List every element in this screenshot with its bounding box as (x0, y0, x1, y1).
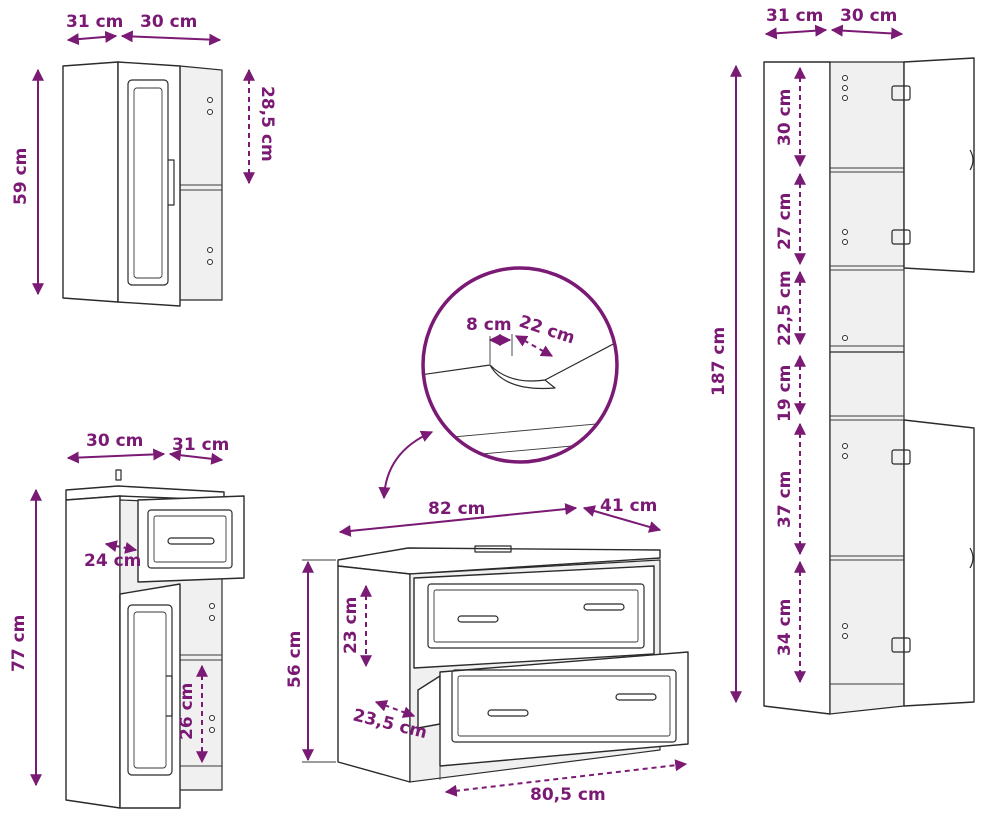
vanity-upper-drawer (413, 565, 655, 669)
vanity-width-label: 82 cm (428, 499, 485, 519)
tall-cabinet-lower-door (903, 419, 975, 707)
wall-width-label: 30 cm (140, 12, 197, 32)
wall-cabinet-dimensions: 31 cm 30 cm 59 cm 28,5 cm (11, 12, 277, 296)
sink-cutout-detail: 8 cm 22 cm (378, 266, 619, 500)
tall-compartment-6-label: 34 cm (775, 599, 795, 656)
handle-icon (583, 603, 625, 611)
vanity-height-label: 56 cm (285, 631, 305, 688)
callout-arrow-icon (378, 430, 434, 500)
tall-compartment-2-label: 27 cm (775, 193, 795, 250)
tall-depth-label: 31 cm (766, 6, 823, 26)
floor-height-label: 77 cm (9, 615, 29, 672)
tall-cabinet (763, 57, 975, 715)
floor-drawer-depth-label: 24 cm (84, 551, 141, 571)
wall-depth-label: 31 cm (66, 12, 123, 32)
vanity-drawer-height-label: 23 cm (341, 597, 361, 654)
wall-cabinet-door (117, 61, 181, 307)
floor-width-label: 30 cm (86, 431, 143, 451)
tall-compartment-1-label: 30 cm (775, 89, 795, 146)
handle-icon (615, 693, 657, 701)
hinge-icon (891, 85, 911, 101)
vanity-depth-label: 41 cm (600, 496, 657, 516)
cutout-width-label: 8 cm (466, 315, 512, 335)
floor-cabinet-door (119, 583, 181, 809)
hinge-icon (891, 449, 911, 465)
floor-cabinet-drawer (137, 495, 245, 583)
tall-cabinet-dimensions: 31 cm 30 cm 187 cm 30 cm 27 cm 22,5 cm 1… (709, 6, 904, 704)
tall-cabinet-upper-door (903, 57, 975, 273)
handle-icon (166, 675, 173, 717)
tall-compartment-4-label: 19 cm (775, 365, 795, 422)
tall-height-label: 187 cm (709, 327, 729, 396)
tall-compartment-3-label: 22,5 cm (775, 270, 795, 346)
wall-shelf-label: 28,5 cm (257, 86, 277, 162)
hinge-icon (891, 229, 911, 245)
handle-icon (487, 709, 529, 717)
floor-cabinet-dimensions: 30 cm 31 cm 77 cm 24 cm 26 cm (9, 431, 229, 787)
wall-cabinet (62, 61, 223, 307)
hinge-icon (891, 637, 911, 653)
vanity-drawer-width-label: 80,5 cm (530, 785, 606, 805)
floor-depth-label: 31 cm (172, 435, 229, 455)
vanity-lower-drawer (439, 651, 689, 767)
tall-width-label: 30 cm (840, 6, 897, 26)
vanity-unit (337, 545, 689, 783)
floor-cabinet (65, 469, 245, 809)
handle-icon (167, 537, 215, 545)
handle-icon (969, 149, 974, 171)
handle-icon (457, 615, 499, 623)
handle-icon (969, 547, 974, 569)
handle-icon (168, 159, 175, 206)
tall-compartment-5-label: 37 cm (775, 471, 795, 528)
wall-height-label: 59 cm (11, 148, 31, 205)
floor-shelf-label: 26 cm (177, 683, 197, 740)
